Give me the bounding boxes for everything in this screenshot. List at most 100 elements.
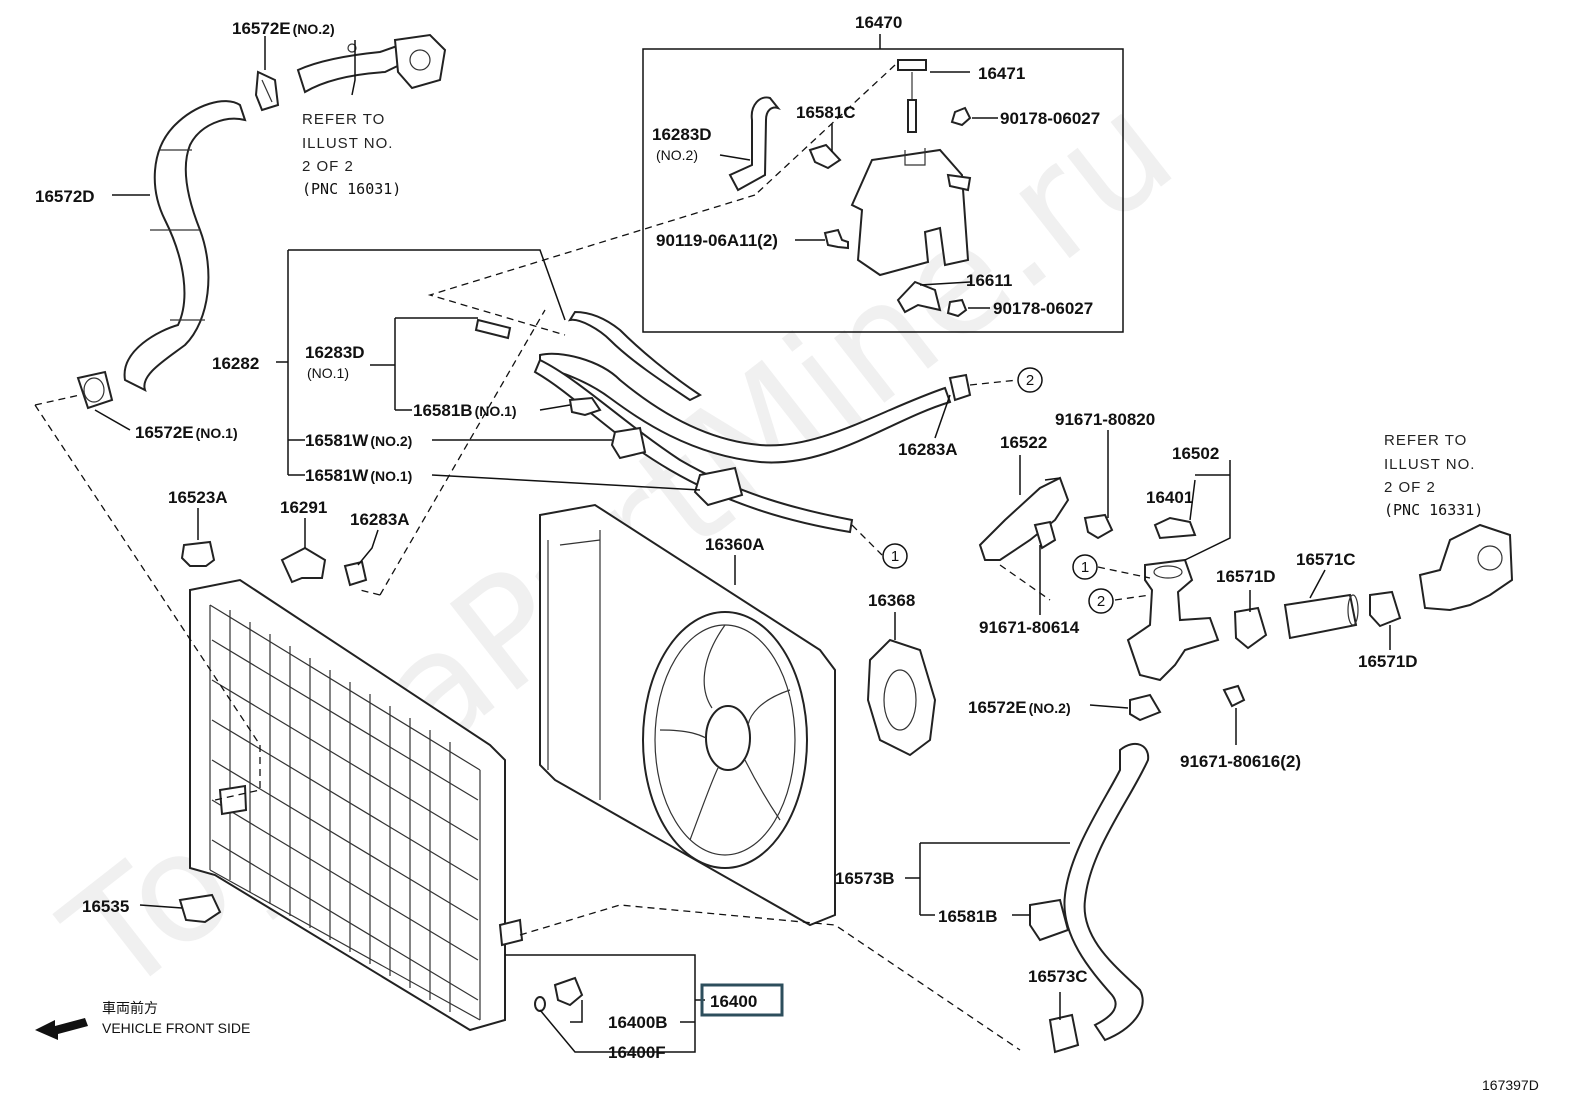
svg-text:REFER TO: REFER TO [302, 111, 385, 128]
label-16502[interactable]: 16502 [1172, 444, 1219, 463]
label-91671-80820[interactable]: 91671-80820 [1055, 410, 1155, 429]
label-16282[interactable]: 16282 [212, 354, 259, 373]
part-labels[interactable]: 16572E(NO.2) 16572D 16572E(NO.1) 16470 1… [35, 13, 1418, 1062]
reservoir-hose-drawing [567, 310, 702, 402]
leader-lines [34, 34, 1391, 1053]
grommet-16523A-drawing [180, 540, 216, 567]
label-16283D-no1[interactable]: 16283D [305, 343, 365, 362]
label-16581W-no2[interactable]: 16581W(NO.2) [305, 431, 412, 450]
callout-1-right: 1 [1072, 554, 1098, 580]
label-16283D-no2[interactable]: 16283D [652, 125, 712, 144]
label-91671-80614[interactable]: 91671-80614 [979, 618, 1080, 637]
water-outlet-pipe-drawing [296, 33, 447, 94]
svg-text:2: 2 [1026, 372, 1034, 389]
label-16572D[interactable]: 16572D [35, 187, 95, 206]
label-16573C[interactable]: 16573C [1028, 967, 1088, 986]
part-drawings [76, 33, 1514, 1054]
label-16283A-top[interactable]: 16283A [898, 440, 958, 459]
refer-note-upper: REFER TO ILLUST NO. 2 OF 2 (PNC 16031) [302, 111, 401, 198]
clamp-16283A-top-drawing [948, 373, 972, 402]
thermostat-housing-drawing [1418, 523, 1514, 612]
gasket-16368-drawing [866, 638, 937, 757]
bracket-16611-drawing [896, 280, 942, 314]
label-16572E-no2-right[interactable]: 16572E(NO.2) [968, 698, 1071, 717]
svg-text:ILLUST NO.: ILLUST NO. [1384, 456, 1475, 473]
elbow-16291-drawing [280, 546, 327, 584]
label-16360A[interactable]: 16360A [705, 535, 765, 554]
label-16470[interactable]: 16470 [855, 13, 902, 32]
bypass-hose-drawing [539, 352, 952, 464]
svg-text:1: 1 [1081, 559, 1089, 576]
fan-shroud-drawing [539, 503, 836, 927]
radiator-drawing [189, 578, 524, 1032]
highlight-box-16400 [700, 983, 784, 1017]
hose-detail [150, 149, 205, 321]
nut-bottom-drawing [946, 298, 968, 318]
callout-1-mid: 1 [882, 543, 908, 569]
clip-16581B-no1-drawing [568, 396, 602, 417]
label-90119-06A11[interactable]: 90119-06A11(2) [656, 231, 778, 250]
drain-cock-drawing [553, 976, 584, 1007]
label-91671-80616[interactable]: 91671-80616(2) [1180, 752, 1301, 771]
hose-joint-drawing [474, 318, 512, 340]
label-16581W-no1[interactable]: 16581W(NO.1) [305, 466, 412, 485]
clamp-16572E-no2-right-drawing [1129, 693, 1162, 722]
label-16573B[interactable]: 16573B [835, 869, 895, 888]
callout-2-top: 2 [1017, 367, 1043, 393]
label-16400B[interactable]: 16400B [608, 1013, 668, 1032]
label-16571D-b[interactable]: 16571D [1358, 652, 1418, 671]
label-16283D-no1-suffix: (NO.1) [307, 365, 349, 381]
label-16611[interactable]: 16611 [966, 271, 1012, 290]
svg-text:(PNC 16031): (PNC 16031) [302, 180, 401, 198]
nut-top-drawing [950, 106, 972, 127]
label-16572E-no1[interactable]: 16572E(NO.1) [135, 423, 238, 442]
clip-16581W-no2-drawing [610, 426, 647, 460]
cap-16401-drawing [1153, 516, 1197, 540]
label-16581C[interactable]: 16581C [796, 103, 856, 122]
label-90178-06027-top[interactable]: 90178-06027 [1000, 109, 1100, 128]
svg-text:2: 2 [1097, 593, 1105, 610]
label-16401[interactable]: 16401 [1146, 488, 1193, 507]
svg-text:(PNC 16331): (PNC 16331) [1384, 501, 1483, 519]
diagram-code: 167397D [1482, 1077, 1539, 1093]
label-16283D-no2-suffix: (NO.2) [656, 147, 698, 163]
svg-text:VEHICLE FRONT SIDE: VEHICLE FRONT SIDE [102, 1020, 250, 1036]
label-16368[interactable]: 16368 [868, 591, 915, 610]
label-16400[interactable]: 16400 [710, 992, 757, 1011]
reservoir-group-frame [642, 48, 1124, 333]
label-16523A[interactable]: 16523A [168, 488, 228, 507]
label-16571D-a[interactable]: 16571D [1216, 567, 1276, 586]
clamp-16573C-drawing [1048, 1013, 1080, 1054]
label-16400F[interactable]: 16400F [608, 1043, 666, 1062]
label-16535[interactable]: 16535 [82, 897, 129, 916]
svg-text:2 OF 2: 2 OF 2 [1384, 479, 1436, 496]
label-16581B-no1[interactable]: 16581B(NO.1) [413, 401, 517, 420]
callouts: 2 1 1 2 [882, 367, 1114, 614]
svg-text:車両前方: 車両前方 [102, 1000, 158, 1016]
label-16522[interactable]: 16522 [1000, 433, 1047, 452]
label-16572E-no2-top[interactable]: 16572E(NO.2) [232, 19, 335, 38]
label-16471[interactable]: 16471 [978, 64, 1025, 83]
clamp-16581B-drawing [1029, 898, 1070, 942]
svg-text:2 OF 2: 2 OF 2 [302, 158, 354, 175]
label-16581B[interactable]: 16581B [938, 907, 998, 926]
front-arrow-icon [35, 1018, 88, 1040]
label-16283A-mid[interactable]: 16283A [350, 510, 410, 529]
o-ring-16400F-drawing [534, 996, 546, 1012]
clamp-16572E-top [254, 70, 280, 112]
bolt-90119-drawing [823, 228, 849, 250]
vehicle-front-indicator: 車両前方 VEHICLE FRONT SIDE [35, 1000, 250, 1040]
bolt-91671-80616-drawing [1222, 684, 1246, 708]
clamp-16571D-a-drawing [1233, 606, 1268, 650]
grommet-16535-drawing [178, 893, 222, 924]
label-90178-06027-bottom[interactable]: 90178-06027 [993, 299, 1093, 318]
svg-text:REFER TO: REFER TO [1384, 432, 1467, 449]
label-16291[interactable]: 16291 [280, 498, 327, 517]
clamp-16572E-no1 [76, 370, 114, 410]
upper-radiator-hose-drawing [123, 100, 247, 392]
clamp-16283A-mid-drawing [343, 560, 368, 587]
refer-note-right: REFER TO ILLUST NO. 2 OF 2 (PNC 16331) [1384, 432, 1483, 519]
clip-16581C-drawing [808, 143, 842, 170]
label-16571C[interactable]: 16571C [1296, 550, 1356, 569]
